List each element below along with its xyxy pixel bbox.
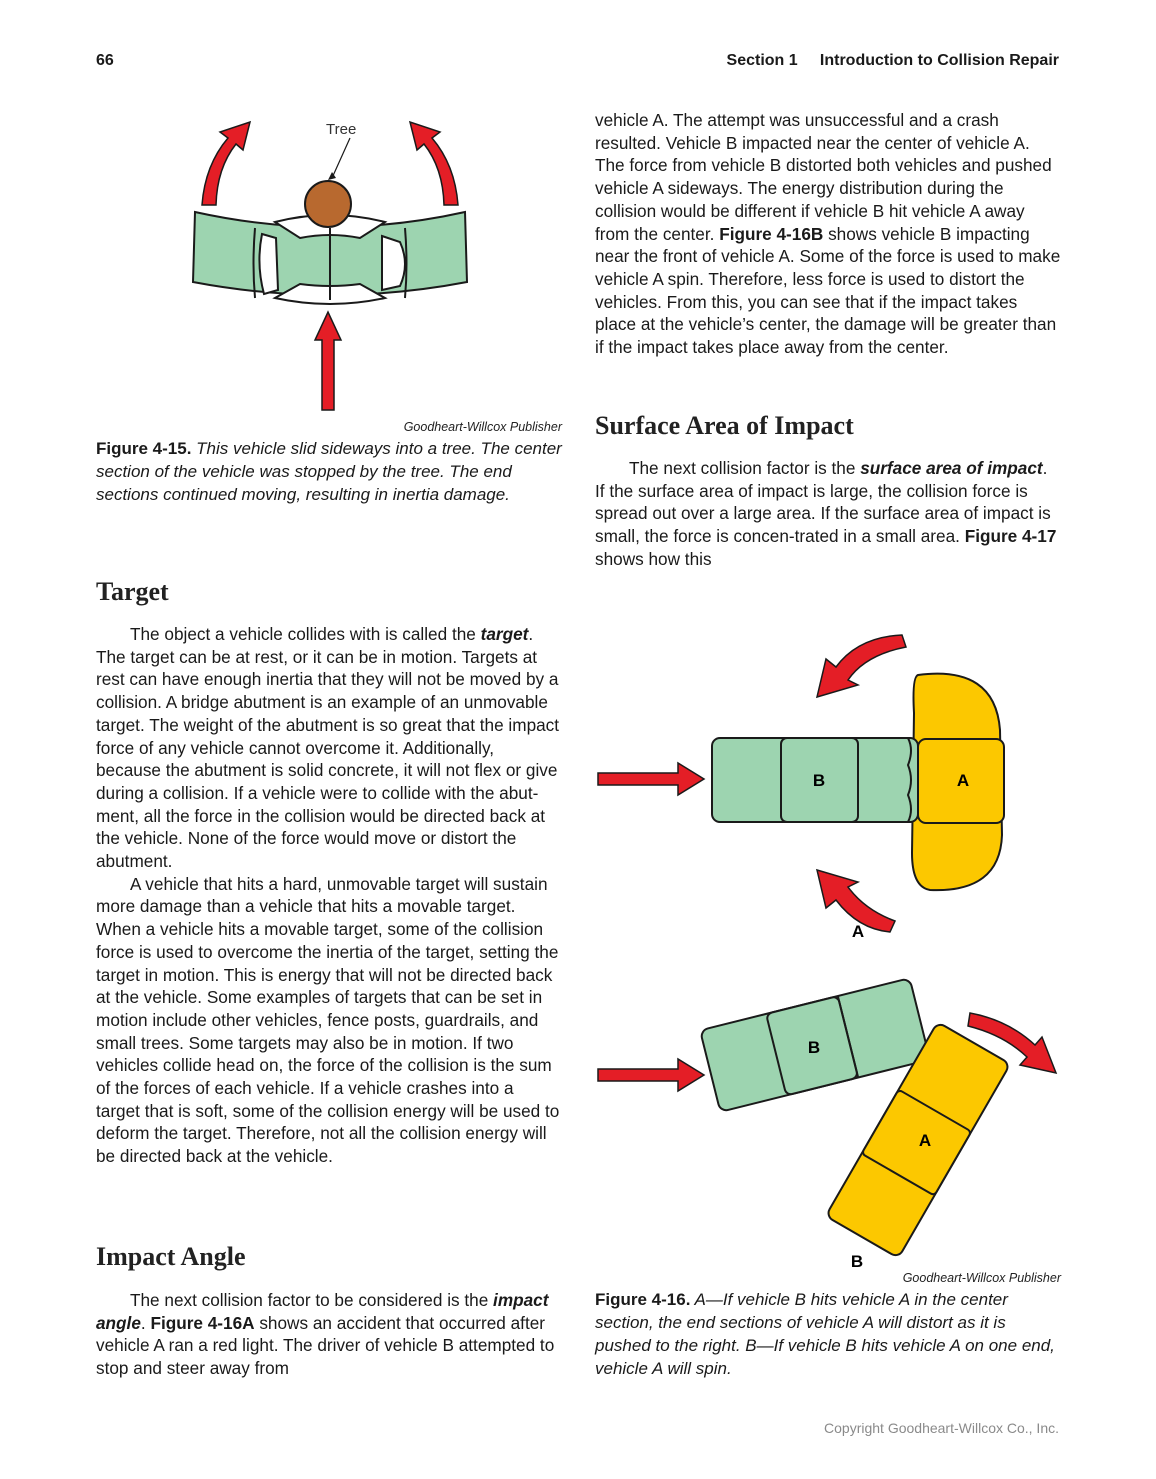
- page-number: 66: [96, 52, 114, 69]
- panel-a-push-arrow-icon: [597, 761, 706, 797]
- impact-angle-paragraph-1: The next collision factor to be consider…: [96, 1290, 555, 1379]
- figure-4-16-credit: Goodheart-Willcox Publisher: [902, 1271, 1061, 1285]
- surface-area-body: The next collision factor is the surface…: [595, 457, 1061, 571]
- target-paragraph-1: The object a vehicle collides with is ca…: [96, 624, 560, 872]
- side-window-left: [258, 232, 280, 296]
- panel-b-vehicle-b-label: B: [808, 1038, 820, 1057]
- section-title: Introduction to Collision Repair: [819, 52, 1059, 69]
- panel-b-vehicle-b: [700, 978, 930, 1112]
- right-intro-paragraph: vehicle A. The attempt was unsuccessful …: [595, 110, 1061, 358]
- target-body: The object a vehicle collides with is ca…: [96, 623, 562, 1168]
- curved-arrow-right-icon: [408, 120, 459, 206]
- panel-a-curved-arrow-top-icon: [815, 634, 907, 699]
- panel-a-vehicle-b-label: B: [813, 771, 825, 790]
- figure-4-16-caption: Figure 4-16. A—If vehicle B hits vehicle…: [595, 1288, 1061, 1380]
- tree-label: Tree: [326, 121, 356, 138]
- target-paragraph-2: A vehicle that hits a hard, unmovable ta…: [96, 873, 560, 1167]
- figure-4-15-caption: Figure 4-15. This vehicle slid sideways …: [96, 437, 562, 506]
- heading-target: Target: [96, 577, 169, 606]
- panel-b-vehicle-a: [827, 1023, 1009, 1257]
- figure-4-15-illustration: Tree: [191, 120, 469, 411]
- copyright-footer: Copyright Goodheart-Willcox Co., Inc.: [824, 1420, 1059, 1436]
- surface-area-paragraph-1: The next collision factor is the surface…: [595, 458, 1057, 569]
- heading-impact-angle: Impact Angle: [96, 1242, 246, 1271]
- section-label: Section 1: [726, 52, 798, 69]
- caption-label: Figure 4-16.: [595, 1290, 691, 1309]
- heading-surface-area: Surface Area of Impact: [595, 411, 854, 440]
- right-intro-body: vehicle A. The attempt was unsuccessful …: [595, 109, 1061, 359]
- panel-b-label: B: [851, 1252, 863, 1271]
- panel-a-label: A: [852, 922, 864, 941]
- tree-icon: [304, 180, 352, 228]
- arrow-up-icon: [313, 310, 343, 411]
- impact-angle-body: The next collision factor to be consider…: [96, 1289, 562, 1380]
- panel-b-push-arrow-icon: [597, 1057, 706, 1093]
- panel-a-curved-arrow-bottom-icon: [815, 868, 897, 933]
- caption-label: Figure 4-15.: [96, 439, 192, 458]
- curved-arrow-left-icon: [201, 120, 252, 206]
- running-header: Section 1 Introduction to Collision Repa…: [727, 52, 1059, 70]
- figure-4-16-illustration: B A A B A B: [597, 634, 1058, 1271]
- tree-leader-line: [331, 137, 351, 179]
- panel-a-vehicle-a-label: A: [957, 771, 969, 790]
- panel-b-curved-arrow-icon: [967, 1012, 1058, 1075]
- figure-4-15-credit: Goodheart-Willcox Publisher: [403, 420, 562, 434]
- side-window-right: [381, 234, 406, 292]
- caption-text: A—If vehicle B hits vehicle A in the cen…: [595, 1290, 1055, 1378]
- caption-text: This vehicle slid sideways into a tree. …: [96, 439, 562, 504]
- panel-b-vehicle-a-label: A: [919, 1131, 931, 1150]
